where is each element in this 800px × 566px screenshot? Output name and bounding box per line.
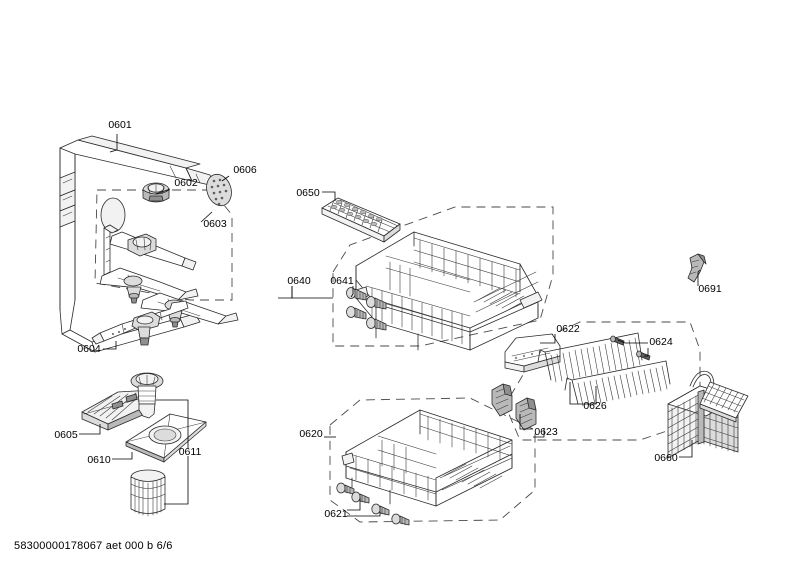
part-0641-rollers (346, 287, 387, 331)
part-0624-retaining-pins (610, 335, 651, 361)
callout-0620: 0620 (299, 428, 323, 440)
roller (346, 306, 367, 320)
part-0620-lower-basket (341, 409, 513, 507)
callout-0611: 0611 (179, 446, 202, 458)
part-0605-filter-segment (81, 389, 153, 431)
part-0622-small-item-holder (504, 333, 561, 373)
callout-0621: 0621 (324, 508, 348, 520)
roller (391, 513, 410, 526)
part-0610-flat-filter-plate (125, 413, 207, 463)
part-0691-hook-clip (687, 253, 707, 283)
callout-0624: 0624 (649, 336, 673, 348)
plate-rack-front (564, 360, 671, 407)
callout-0626: 0626 (583, 400, 607, 412)
callout-0641: 0641 (330, 275, 354, 287)
callout-0640: 0640 (287, 275, 311, 287)
group-boundary-0620 (329, 397, 536, 523)
callout-0610: 0610 (87, 454, 111, 466)
callout-0606: 0606 (233, 164, 257, 176)
pin (636, 350, 651, 361)
roller (366, 317, 387, 331)
callout-0650: 0650 (296, 187, 320, 199)
callout-labels: 0601 0602 0606 0603 0604 0605 0610 0611 … (54, 119, 722, 520)
callout-0603: 0603 (203, 218, 227, 230)
callout-0605: 0605 (54, 429, 78, 441)
part-0621-rollers (336, 482, 410, 526)
leader-lines (79, 134, 701, 517)
roller (336, 482, 355, 495)
part-0604-lower-spray-arm (91, 300, 189, 346)
part-0623-clips (491, 383, 537, 431)
group-boundary-0603 (94, 189, 233, 301)
footer-reference-code: 58300000178067 aet 000 b 6/6 (14, 540, 173, 552)
part-0660-cutlery-basket (667, 370, 749, 459)
part-0650-cutlery-tray (321, 197, 401, 243)
clip (491, 383, 513, 417)
part-0611-micro-filter (130, 372, 166, 517)
roller (371, 503, 390, 516)
callout-0604: 0604 (77, 343, 101, 355)
part-0640-upper-basket (355, 231, 543, 351)
part-0602-bearing-cap (142, 182, 170, 203)
part-0606-perforated-disc (206, 173, 232, 207)
callout-0622: 0622 (556, 323, 580, 335)
clip (515, 397, 537, 431)
roller (366, 296, 387, 310)
pin (610, 335, 625, 346)
roller (346, 287, 367, 301)
part-0601-water-supply-duct (59, 135, 215, 353)
roller (351, 491, 370, 504)
callout-0691: 0691 (698, 283, 722, 295)
callout-0602: 0602 (174, 177, 198, 189)
part-0626-plate-racks (537, 332, 671, 407)
callout-0601: 0601 (108, 119, 132, 131)
callout-0623: 0623 (534, 426, 558, 438)
callout-0660: 0660 (654, 452, 678, 464)
